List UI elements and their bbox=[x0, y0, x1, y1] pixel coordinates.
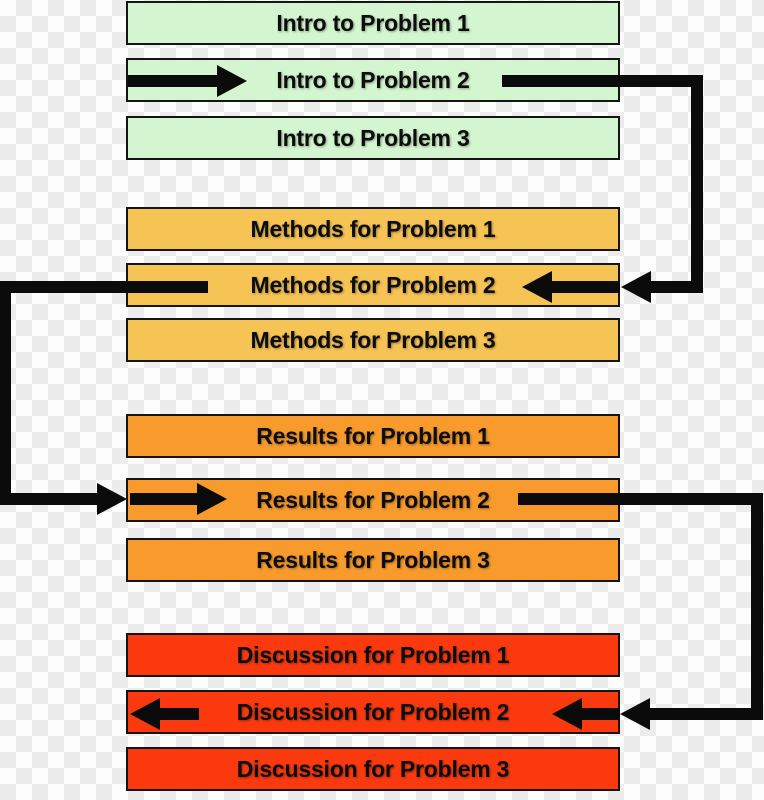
box-intro-problem-1: Intro to Problem 1 bbox=[126, 1, 620, 45]
arrowhead-left-methods2-outer-icon bbox=[621, 271, 651, 303]
box-label-methods-2: Methods for Problem 2 bbox=[250, 271, 496, 298]
flow-line-vertical-right-1 bbox=[691, 75, 703, 293]
flow-line-methods2-exit bbox=[0, 281, 208, 293]
box-label-results-1: Results for Problem 1 bbox=[256, 422, 490, 449]
arrowhead-left-discussion2-outer-icon bbox=[620, 698, 650, 730]
box-label-intro-1: Intro to Problem 1 bbox=[276, 9, 470, 36]
flow-line-into-results2-inner bbox=[130, 493, 198, 505]
flow-line-into-discussion2-inner bbox=[582, 708, 620, 720]
box-methods-problem-1: Methods for Problem 1 bbox=[126, 207, 620, 251]
flow-line-discussion2-left bbox=[160, 708, 199, 720]
box-label-methods-3: Methods for Problem 3 bbox=[250, 326, 496, 353]
arrowhead-right-results2-inner-icon bbox=[197, 483, 227, 515]
box-label-results-2: Results for Problem 2 bbox=[256, 486, 490, 513]
box-discussion-problem-2: Discussion for Problem 2 bbox=[126, 690, 620, 734]
box-label-intro-3: Intro to Problem 3 bbox=[276, 124, 470, 151]
box-discussion-problem-3: Discussion for Problem 3 bbox=[126, 747, 620, 791]
box-intro-problem-3: Intro to Problem 3 bbox=[126, 116, 620, 160]
box-label-results-3: Results for Problem 3 bbox=[256, 546, 490, 573]
flow-line-into-methods2-outer bbox=[651, 281, 696, 293]
box-results-problem-3: Results for Problem 3 bbox=[126, 538, 620, 582]
box-methods-problem-3: Methods for Problem 3 bbox=[126, 318, 620, 362]
arrowhead-right-results2-outer-icon bbox=[97, 483, 127, 515]
flow-line-vertical-left bbox=[0, 281, 11, 505]
box-label-intro-2: Intro to Problem 2 bbox=[276, 66, 470, 93]
box-discussion-problem-1: Discussion for Problem 1 bbox=[126, 633, 620, 677]
box-label-discussion-2: Discussion for Problem 2 bbox=[236, 698, 510, 725]
arrowhead-left-discussion2-exit-icon bbox=[130, 698, 160, 730]
flow-line-intro2-exit bbox=[502, 75, 703, 87]
box-label-methods-1: Methods for Problem 1 bbox=[250, 215, 496, 242]
flow-line-into-intro2 bbox=[128, 75, 218, 87]
arrowhead-right-intro2-icon bbox=[217, 65, 247, 97]
arrowhead-left-methods2-inner-icon bbox=[522, 271, 552, 303]
arrowhead-left-discussion2-inner-icon bbox=[552, 698, 582, 730]
flow-line-results2-exit bbox=[518, 493, 763, 505]
flow-line-into-discussion2-outer bbox=[650, 708, 755, 720]
box-label-discussion-1: Discussion for Problem 1 bbox=[236, 641, 510, 668]
box-label-discussion-3: Discussion for Problem 3 bbox=[236, 755, 510, 782]
flow-line-into-methods2-inner bbox=[552, 281, 620, 293]
flow-line-into-results2-outer bbox=[0, 493, 98, 505]
flow-line-vertical-right-2 bbox=[751, 493, 763, 720]
box-results-problem-1: Results for Problem 1 bbox=[126, 414, 620, 458]
